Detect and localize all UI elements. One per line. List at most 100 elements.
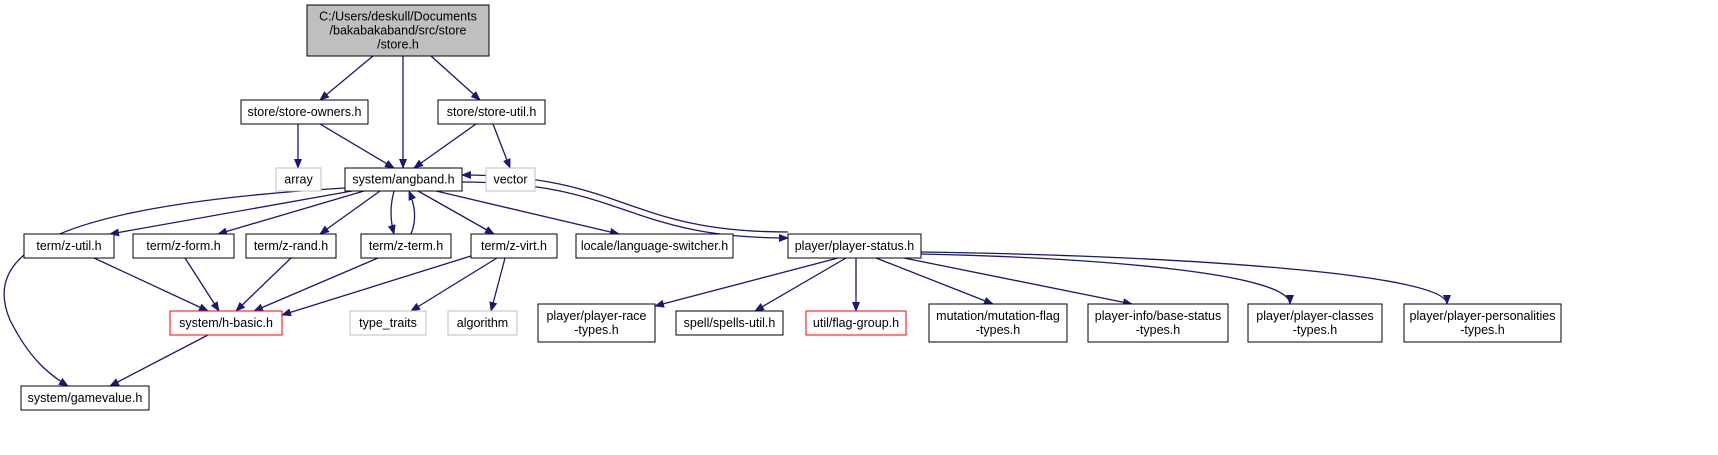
node-label: term/z-virt.h	[481, 239, 547, 253]
edge-h-basic-to-gamevalue	[109, 334, 209, 387]
node-label: -types.h	[976, 323, 1021, 337]
node-box	[240, 99, 369, 125]
node-base-status[interactable]: player-info/base-status-types.h	[1087, 303, 1229, 343]
node-label: vector	[493, 173, 527, 187]
node-array[interactable]: array	[275, 167, 322, 192]
edge-store-util-to-vector	[492, 123, 511, 169]
node-label: array	[284, 173, 313, 187]
edge-player-status-to-base-status	[903, 257, 1133, 307]
node-label: term/z-rand.h	[254, 239, 328, 253]
node-box	[275, 167, 322, 192]
node-label: player/player-race	[546, 309, 646, 323]
edge-store-util-to-angband	[413, 123, 477, 169]
node-label: player/player-personalities	[1410, 309, 1556, 323]
node-box	[675, 310, 784, 336]
node-label: system/gamevalue.h	[28, 391, 143, 405]
node-label: store/store-owners.h	[248, 105, 362, 119]
edge-player-status-to-spells-util	[754, 257, 847, 312]
edge-z-term-to-h-basic	[253, 257, 379, 312]
edge-angband-to-lang-switcher	[435, 190, 620, 236]
node-label: term/z-form.h	[146, 239, 220, 253]
node-box	[132, 233, 235, 259]
node-box	[537, 303, 656, 343]
node-algorithm[interactable]: algorithm	[447, 310, 518, 336]
node-angband[interactable]: system/angband.h	[344, 167, 463, 192]
node-box	[575, 233, 734, 259]
node-label: -types.h	[1136, 323, 1181, 337]
node-label: mutation/mutation-flag	[936, 309, 1060, 323]
node-box	[20, 385, 150, 411]
edge-z-virt-to-type_traits	[410, 257, 498, 312]
node-z-virt[interactable]: term/z-virt.h	[470, 233, 558, 259]
edge-z-virt-to-h-basic	[281, 255, 472, 317]
edge-store-owners-to-angband	[319, 123, 395, 169]
node-z-rand[interactable]: term/z-rand.h	[245, 233, 337, 259]
edge-player-status-to-player-personalities	[920, 251, 1451, 305]
node-box	[360, 233, 452, 259]
node-z-util[interactable]: term/z-util.h	[23, 233, 115, 259]
edge-angband-to-z-term	[387, 190, 396, 235]
edge-angband-to-gamevalue	[3, 187, 346, 387]
edge-root-to-store-util	[430, 55, 481, 101]
edge-player-status-to-mutation-flag	[875, 257, 994, 305]
node-spells-util[interactable]: spell/spells-util.h	[675, 310, 784, 336]
node-label: /bakabakaband/src/store	[330, 24, 467, 38]
node-box	[470, 233, 558, 259]
edge-player-status-to-player-race	[654, 257, 839, 308]
edge-angband-to-z-form	[217, 190, 365, 236]
node-box	[787, 233, 922, 259]
node-label: term/z-term.h	[369, 239, 443, 253]
edge-z-form-to-h-basic	[184, 257, 220, 312]
node-root[interactable]: C:/Users/deskull/Documents/bakabakaband/…	[306, 4, 490, 57]
node-store-owners[interactable]: store/store-owners.h	[240, 99, 369, 125]
node-label: spell/spells-util.h	[684, 316, 776, 330]
node-label: term/z-util.h	[36, 239, 101, 253]
node-vector[interactable]: vector	[485, 167, 536, 192]
node-label: -types.h	[1460, 323, 1505, 337]
node-label: -types.h	[1293, 323, 1338, 337]
node-z-term[interactable]: term/z-term.h	[360, 233, 452, 259]
edge-angband-to-z-virt	[417, 190, 495, 235]
edge-player-status-to-player-classes	[920, 253, 1294, 305]
nodes-layer: C:/Users/deskull/Documents/bakabakaband/…	[20, 4, 1562, 411]
node-mutation-flag[interactable]: mutation/mutation-flag-types.h	[928, 303, 1068, 343]
node-label: system/angband.h	[352, 173, 454, 187]
edge-z-virt-to-algorithm	[489, 257, 506, 312]
node-store-util[interactable]: store/store-util.h	[437, 99, 546, 125]
edge-z-rand-to-h-basic	[235, 257, 292, 312]
node-label: player-info/base-status	[1095, 309, 1221, 323]
node-label: C:/Users/deskull/Documents	[319, 10, 477, 24]
node-lang-switcher[interactable]: locale/language-switcher.h	[575, 233, 734, 259]
edge-z-util-to-h-basic	[93, 257, 209, 312]
node-box	[447, 310, 518, 336]
node-gamevalue[interactable]: system/gamevalue.h	[20, 385, 150, 411]
node-box	[1247, 303, 1383, 343]
node-player-personalities[interactable]: player/player-personalities-types.h	[1403, 303, 1562, 343]
node-box	[805, 310, 907, 336]
node-z-form[interactable]: term/z-form.h	[132, 233, 235, 259]
node-label: system/h-basic.h	[179, 316, 273, 330]
node-box	[1087, 303, 1229, 343]
node-label: -types.h	[574, 323, 619, 337]
node-box	[349, 310, 427, 336]
node-box	[485, 167, 536, 192]
edge-z-term-to-angband	[408, 190, 417, 235]
node-box	[344, 167, 463, 192]
node-player-classes[interactable]: player/player-classes-types.h	[1247, 303, 1383, 343]
node-player-race[interactable]: player/player-race-types.h	[537, 303, 656, 343]
edges-layer	[3, 55, 1451, 387]
node-box	[169, 310, 283, 336]
node-player-status[interactable]: player/player-status.h	[787, 233, 922, 259]
node-flag-group[interactable]: util/flag-group.h	[805, 310, 907, 336]
node-label: player/player-status.h	[795, 239, 915, 253]
node-box	[23, 233, 115, 259]
node-h-basic[interactable]: system/h-basic.h	[169, 310, 283, 336]
node-label: /store.h	[377, 38, 419, 52]
node-label: locale/language-switcher.h	[581, 239, 728, 253]
node-box	[928, 303, 1068, 343]
node-label: type_traits	[359, 316, 417, 330]
edge-root-to-store-owners	[319, 55, 374, 101]
node-box	[245, 233, 337, 259]
node-type_traits[interactable]: type_traits	[349, 310, 427, 336]
